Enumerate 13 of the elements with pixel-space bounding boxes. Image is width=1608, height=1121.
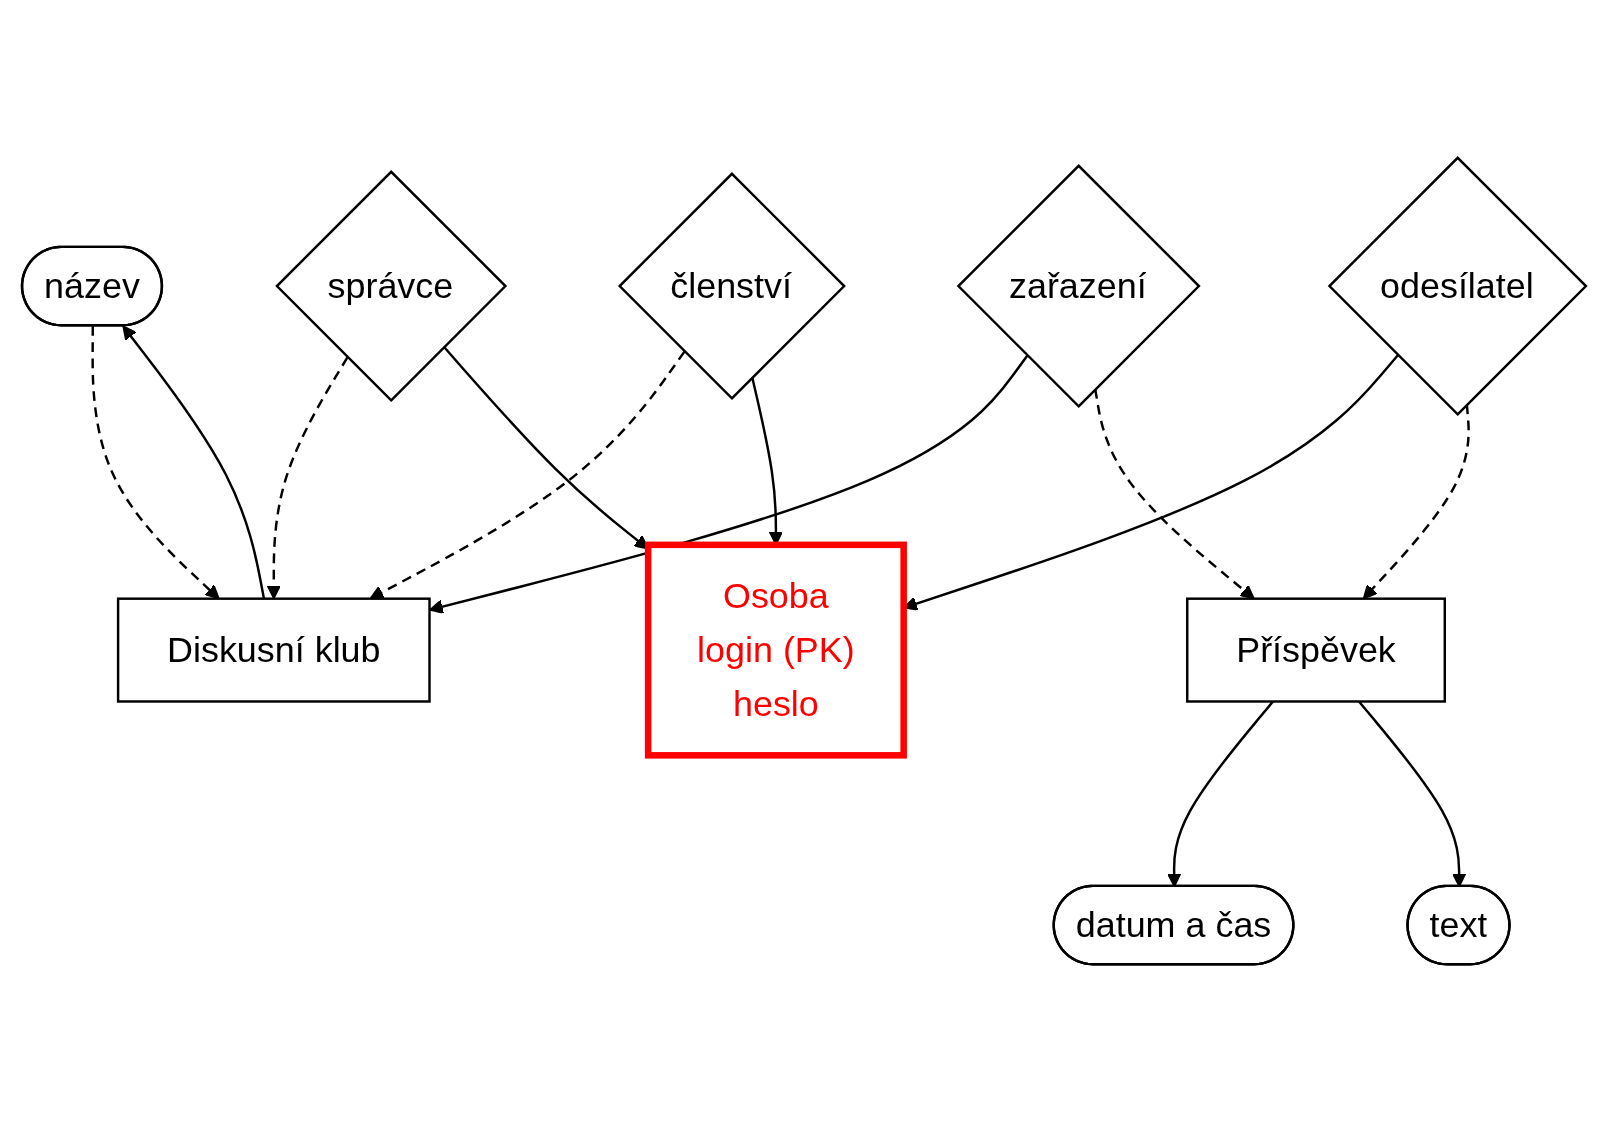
node-diamond: zařazení (956, 163, 1201, 408)
arrow (369, 350, 686, 599)
node-diamond: členství (617, 171, 846, 400)
node-box: Osoba login (PK) heslo (644, 541, 907, 759)
arrow (1362, 403, 1470, 599)
node-diamond: správce (275, 169, 508, 402)
arrow (1094, 388, 1255, 599)
arrow (91, 325, 220, 599)
arrow (266, 356, 349, 599)
node-box: Příspěvek (1186, 596, 1446, 703)
node-box: Diskusní klub (116, 596, 431, 703)
arrow (122, 324, 266, 599)
node-diamond: odesílatel (1327, 155, 1588, 416)
